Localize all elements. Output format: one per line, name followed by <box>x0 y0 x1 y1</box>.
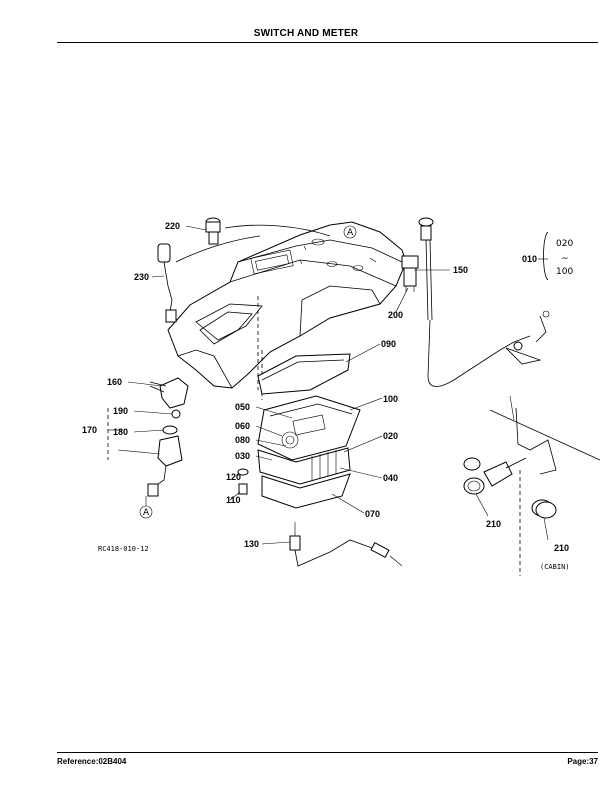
meter-cover-090 <box>257 353 351 395</box>
bolt-110-washer-120 <box>237 468 249 495</box>
callout-070: 070 <box>365 509 380 519</box>
callout-120: 120 <box>226 472 241 482</box>
page-title: SWITCH AND METER <box>253 28 359 39</box>
callout-090: 090 <box>381 339 396 349</box>
switch-200 <box>401 255 419 292</box>
key-switch-230 <box>157 235 261 323</box>
callout-180: 180 <box>113 427 128 437</box>
callout-030: 030 <box>235 451 250 461</box>
callout-010: 010 <box>522 254 537 264</box>
callout-130: 130 <box>244 539 259 549</box>
cabin-panel <box>489 395 601 576</box>
connector-marker-a-lower: A <box>143 508 150 518</box>
callout-050: 050 <box>235 402 250 412</box>
callout-020: 020 <box>383 431 398 441</box>
socket-cap-210 <box>531 499 557 519</box>
connector-marker-a-upper: A <box>347 228 354 238</box>
throttle-knob-150 <box>418 217 550 387</box>
cigarette-socket-210 <box>463 457 527 495</box>
callout-060: 060 <box>235 421 250 431</box>
callout-190: 190 <box>113 406 128 416</box>
knob-220 <box>205 217 331 245</box>
callout-150: 150 <box>453 265 468 275</box>
switch-group-170: A <box>107 377 189 519</box>
range-to: 100 <box>556 267 573 277</box>
callout-110: 110 <box>226 495 241 505</box>
callout-100: 100 <box>383 394 398 404</box>
range-from: 020 <box>556 239 573 249</box>
callout-160: 160 <box>107 377 122 387</box>
callout-210-cap: 210 <box>554 543 569 553</box>
connector-marker-upper: A <box>343 225 357 239</box>
footer-rule <box>57 752 598 753</box>
callout-230: 230 <box>134 272 149 282</box>
range-bracket: 020 ~ 100 <box>540 231 573 281</box>
meter-cable-130 <box>289 522 403 567</box>
callout-080: 080 <box>235 435 250 445</box>
callout-040: 040 <box>383 473 398 483</box>
reference-code: Reference:02B404 <box>57 757 127 766</box>
callout-200: 200 <box>388 310 403 320</box>
callout-labels: 220 230 150 200 010 090 100 020 040 070 … <box>82 221 569 553</box>
callout-210-socket: 210 <box>486 519 501 529</box>
callout-220: 220 <box>165 221 180 231</box>
callout-170: 170 <box>82 425 97 435</box>
figure-code: RC418-010-12 <box>98 545 149 553</box>
meter-assembly <box>257 395 361 509</box>
dashboard-panel <box>167 221 407 400</box>
header-rule <box>57 42 598 43</box>
page-number: Page:37 <box>567 757 598 766</box>
leader-lines <box>108 225 549 545</box>
range-tilde: ~ <box>561 254 569 264</box>
cabin-label: (CABIN) <box>540 563 570 571</box>
